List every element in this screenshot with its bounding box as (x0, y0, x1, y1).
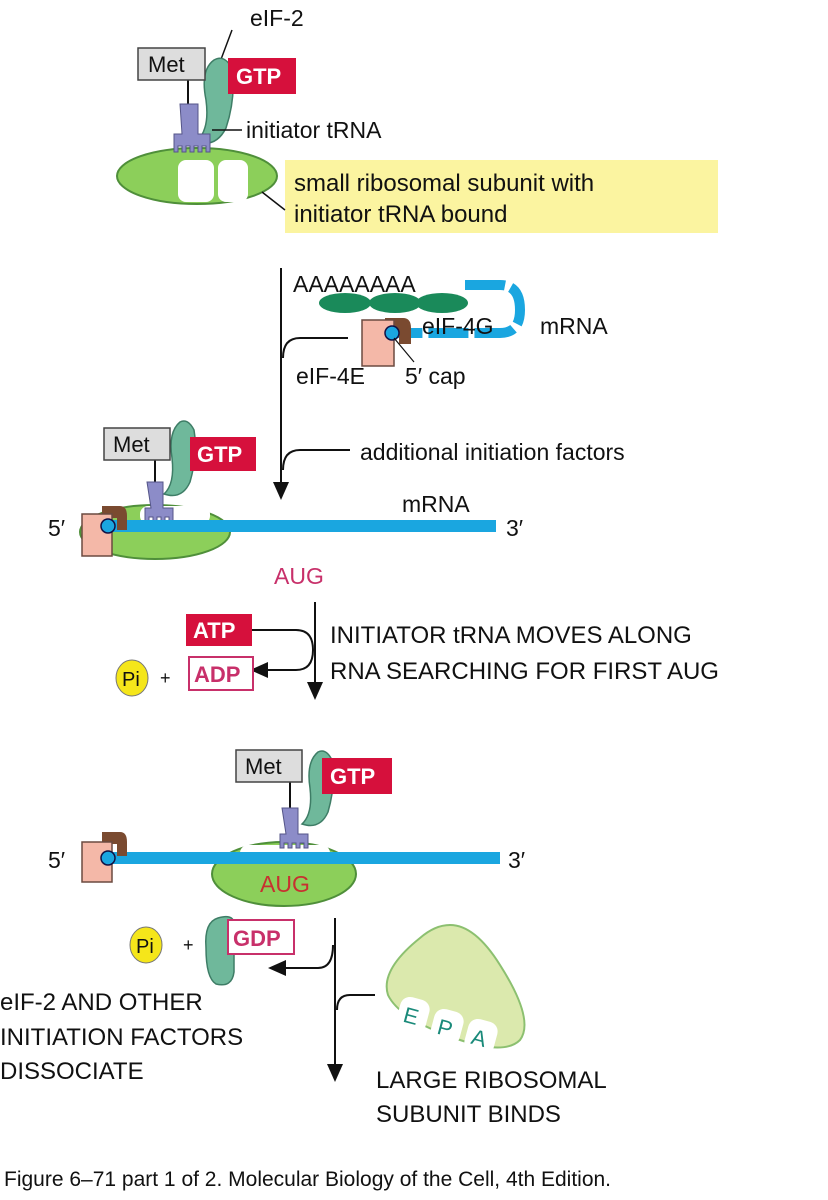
e-site-label: E (401, 1002, 422, 1030)
gtp-box (228, 58, 296, 94)
ribosome-site-pocket (178, 160, 214, 202)
adp-box (188, 656, 254, 691)
met-box (137, 47, 206, 81)
step-scanning: ATP ADP Pi + INITIATOR tRNA MOVES ALONG … (48, 602, 719, 907)
eif2-factor (205, 915, 235, 986)
p-site-label: P (435, 1014, 456, 1042)
eif4e-label: eIF-4E (296, 363, 365, 389)
met-box (235, 749, 303, 783)
gtp-label: GTP (197, 442, 242, 467)
a-site-label: A (469, 1024, 490, 1052)
dissociate-label-2: INITIATION FACTORS (0, 1024, 243, 1051)
large-subunit-label-2: SUBUNIT BINDS (376, 1101, 561, 1128)
large-subunit-label-1: LARGE RIBOSOMAL (376, 1067, 607, 1094)
ribosome-site-pocket (218, 160, 248, 202)
plus-sign: + (160, 668, 171, 688)
a-site (464, 1018, 498, 1056)
phosphate-icon (129, 926, 163, 964)
polya-binding-protein (319, 293, 371, 313)
join-arrow (282, 337, 348, 359)
small-subunit-label-2: initiator tRNA bound (294, 201, 507, 228)
atp-hydrolysis-arrow (250, 629, 315, 678)
eif2-label: eIF-2 (250, 5, 304, 31)
pi-label: Pi (122, 669, 140, 691)
polya-tail-label: AAAAAAAA (293, 271, 416, 297)
cap-label: 5′ cap (405, 363, 466, 389)
pi-label: Pi (136, 936, 154, 958)
step-large-subunit-binding: Pi + GDP E P A eIF-2 AND OTHER INITIATIO… (0, 915, 607, 1128)
three-prime-label: 3′ (508, 847, 525, 873)
join-arrow (336, 994, 375, 1011)
plus-sign: + (183, 935, 194, 955)
met-label: Met (113, 432, 150, 457)
eif4g-factor (102, 832, 127, 856)
mrna-strand (102, 852, 500, 864)
three-prime-label: 3′ (506, 515, 523, 541)
figure-caption: Figure 6–71 part 1 of 2. Molecular Biolo… (4, 1168, 611, 1191)
mrna-5prime-cap (100, 850, 116, 866)
initiator-trna-label: initiator tRNA (246, 117, 382, 143)
five-prime-label: 5′ (48, 515, 65, 541)
scanning-label-1: INITIATOR tRNA MOVES ALONG (330, 622, 692, 649)
atp-box (186, 614, 252, 646)
met-box (103, 427, 171, 461)
eif2-factor (162, 420, 197, 497)
mrna-5prime-cap (384, 325, 400, 341)
small-subunit-complex: eIF-2 Met GTP initiator tRNA small ribos… (116, 5, 718, 233)
dissociation-arrow (268, 944, 334, 976)
phosphate-icon (115, 659, 149, 697)
gdp-box (227, 919, 295, 955)
highlight-box (285, 160, 718, 233)
five-prime-label: 5′ (48, 847, 65, 873)
atp-label: ATP (193, 618, 235, 643)
join-arrow (282, 449, 350, 471)
aug-label: AUG (260, 871, 310, 897)
met-label: Met (148, 52, 185, 77)
mrna-label: mRNA (540, 313, 608, 339)
gtp-label: GTP (330, 764, 375, 789)
polya-binding-protein (369, 293, 421, 313)
gdp-label: GDP (233, 926, 281, 951)
met-label: Met (245, 754, 282, 779)
eif4g-label: eIF-4G (422, 313, 494, 339)
polya-binding-protein (416, 293, 468, 313)
adp-label: ADP (194, 662, 240, 687)
p-site (430, 1008, 464, 1046)
mrna-loop (392, 280, 526, 338)
aug-label: AUG (274, 563, 324, 589)
dissociate-label-1: eIF-2 AND OTHER (0, 989, 203, 1016)
e-site (396, 996, 430, 1034)
gtp-box (322, 758, 392, 794)
initiator-trna (173, 103, 211, 153)
mrna-strand (102, 520, 496, 532)
dissociate-label-3: DISSOCIATE (0, 1058, 144, 1085)
gtp-label: GTP (236, 64, 281, 89)
initiator-trna (279, 807, 309, 849)
eif4g-factor (102, 506, 127, 530)
mrna-5prime-cap (100, 518, 116, 534)
mrna-label: mRNA (402, 491, 470, 517)
small-subunit-label-1: small ribosomal subunit with (294, 170, 594, 197)
scanning-label-2: RNA SEARCHING FOR FIRST AUG (330, 658, 719, 685)
additional-factors-label: additional initiation factors (360, 439, 625, 465)
gtp-box (190, 437, 256, 471)
eif4e-factor (361, 319, 395, 367)
step-mrna-binding: AAAAAAAA eIF-4G mRNA eIF-4E 5′ cap addit… (48, 268, 625, 589)
